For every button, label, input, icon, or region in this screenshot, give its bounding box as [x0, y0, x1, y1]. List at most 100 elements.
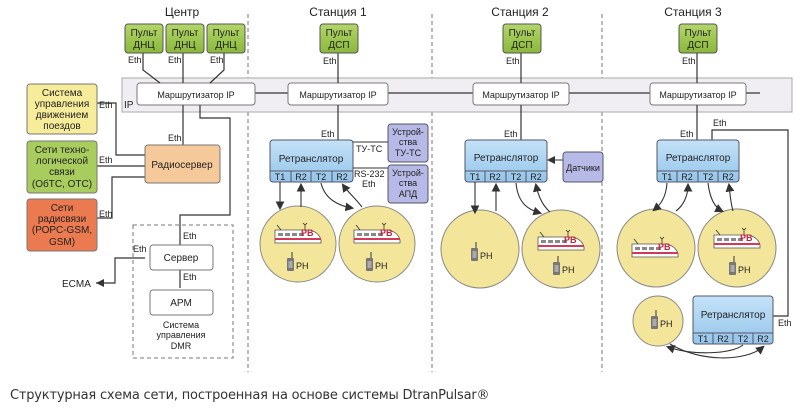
rn-label: РН: [738, 265, 751, 275]
svg-text:RS-232: RS-232: [354, 169, 385, 179]
handheld-radio-icon: РН: [287, 252, 309, 271]
column-title-station1: Станция 1: [309, 5, 367, 19]
svg-text:Пульт: Пульт: [685, 28, 712, 39]
console-dsp-station1: Пульт ДСП: [319, 23, 359, 54]
rn-label: РН: [375, 261, 388, 271]
svg-text:Ретранслятор: Ретранслятор: [666, 153, 731, 164]
svg-text:Пульт: Пульт: [172, 28, 199, 39]
handheld-radio-icon: РН: [553, 256, 575, 275]
svg-text:ДНЦ: ДНЦ: [174, 40, 196, 51]
svg-text:Устрой-: Устрой-: [392, 168, 424, 178]
svg-text:Пульт: Пульт: [131, 28, 158, 39]
svg-text:Устрой-: Устрой-: [392, 127, 424, 137]
svg-text:R2: R2: [722, 172, 734, 182]
repeater-station1: Ретранслятор T1 R2 T2 R2: [269, 139, 354, 183]
svg-text:Система: Система: [163, 320, 199, 330]
svg-text:Маршрутизатор IP: Маршрутизатор IP: [299, 90, 376, 100]
console-dnc-3: Пульт ДНЦ: [206, 23, 246, 54]
console-dsp-station3: Пульт ДСП: [678, 23, 718, 54]
svg-text:Пульт: Пульт: [213, 28, 240, 39]
svg-text:ДСП: ДСП: [687, 40, 708, 51]
svg-text:T1: T1: [698, 334, 709, 344]
svg-text:R2: R2: [489, 172, 501, 182]
sensors: Датчики: [562, 151, 604, 183]
svg-text:ТУ-ТС: ТУ-ТС: [395, 148, 422, 158]
svg-text:связи: связи: [49, 167, 75, 178]
rv-label: РВ: [301, 228, 314, 238]
handheld-radio-icon: РН: [471, 242, 493, 261]
svg-text:R2: R2: [295, 172, 307, 182]
server: Сервер: [149, 244, 214, 271]
svg-text:Eth: Eth: [133, 244, 147, 254]
svg-text:ДНЦ: ДНЦ: [133, 40, 155, 51]
svg-text:Сети: Сети: [51, 203, 74, 214]
train-icon: РВ: [274, 222, 322, 244]
svg-text:T2: T2: [511, 172, 522, 182]
svg-text:ДСП: ДСП: [511, 40, 532, 51]
svg-text:ТУ-ТС: ТУ-ТС: [356, 144, 383, 154]
console-dnc-1: Пульт ДНЦ: [124, 23, 164, 54]
figure-caption: Структурная схема сети, построенная на о…: [10, 388, 490, 403]
apd-devices: Устрой- ства АПД: [387, 164, 429, 204]
svg-text:Eth: Eth: [99, 100, 113, 110]
coverage-zone: [259, 205, 337, 283]
svg-text:Eth: Eth: [168, 133, 182, 143]
column-title-station2: Станция 2: [491, 5, 549, 19]
rn-label: РН: [296, 261, 309, 271]
svg-text:Eth: Eth: [183, 272, 197, 282]
rv-label: РВ: [380, 228, 393, 238]
svg-text:радисвязи: радисвязи: [38, 214, 86, 225]
svg-text:поездов: поездов: [43, 121, 80, 132]
train-control-system: Система управления движением поездов: [26, 83, 98, 135]
handheld-radio-icon: РН: [729, 256, 751, 275]
handheld-radio-icon: РН: [651, 310, 673, 329]
svg-text:ства: ства: [399, 178, 417, 188]
svg-text:Маршрутизатор IP: Маршрутизатор IP: [157, 90, 234, 100]
svg-text:T1: T1: [470, 172, 481, 182]
svg-text:Сети техно-: Сети техно-: [35, 145, 90, 156]
console-dsp-station2: Пульт ДСП: [502, 23, 542, 54]
train-icon: РВ: [713, 227, 761, 249]
svg-text:Eth: Eth: [168, 55, 182, 65]
tech-networks: Сети техно- логической связи (ОбТС, ОТС): [26, 140, 98, 194]
svg-text:Eth: Eth: [506, 56, 520, 66]
svg-text:Сервер: Сервер: [164, 253, 199, 264]
rn-label: РН: [660, 319, 673, 329]
rv-label: РВ: [658, 242, 671, 252]
svg-text:Радиосервер: Радиосервер: [151, 160, 213, 171]
rn-label: РН: [562, 265, 575, 275]
svg-text:R2: R2: [530, 172, 542, 182]
svg-text:(ОбТС, ОТС): (ОбТС, ОТС): [32, 178, 92, 190]
svg-text:Eth: Eth: [713, 118, 727, 128]
svg-text:Eth: Eth: [183, 231, 197, 241]
svg-text:логической: логической: [36, 156, 88, 167]
rv-label: РВ: [740, 233, 753, 243]
svg-text:Eth: Eth: [680, 129, 694, 139]
svg-text:Ретранслятор: Ретранслятор: [474, 153, 539, 164]
train-icon: РВ: [353, 222, 401, 244]
svg-text:Eth: Eth: [362, 179, 376, 189]
svg-text:Eth: Eth: [682, 56, 696, 66]
column-dividers: [247, 14, 603, 372]
svg-text:ДНЦ: ДНЦ: [215, 40, 237, 51]
svg-text:R2: R2: [757, 334, 769, 344]
svg-text:T1: T1: [662, 172, 673, 182]
router-station1: Маршрутизатор IP: [287, 82, 389, 106]
repeater-station2: Ретранслятор T1 R2 T2 R2: [464, 139, 548, 183]
column-title-center: Центр: [165, 5, 200, 19]
svg-text:Ретранслятор: Ретранслятор: [279, 154, 344, 165]
svg-text:(РОРС-GSM,: (РОРС-GSM,: [32, 225, 92, 236]
svg-text:Eth: Eth: [210, 55, 224, 65]
svg-text:Eth: Eth: [321, 129, 335, 139]
train-icon: РВ: [631, 236, 679, 258]
svg-text:управления: управления: [156, 330, 205, 340]
tu-ts-devices: Устрой- ства ТУ-ТС: [387, 123, 429, 163]
svg-text:T2: T2: [738, 334, 749, 344]
svg-text:Маршрутизатор IP: Маршрутизатор IP: [482, 90, 559, 100]
svg-text:АРМ: АРМ: [170, 298, 192, 309]
svg-text:АПД: АПД: [399, 189, 417, 199]
svg-text:Eth: Eth: [128, 55, 142, 65]
dmr-system-frame: [132, 224, 234, 359]
svg-text:GSM): GSM): [49, 237, 75, 248]
